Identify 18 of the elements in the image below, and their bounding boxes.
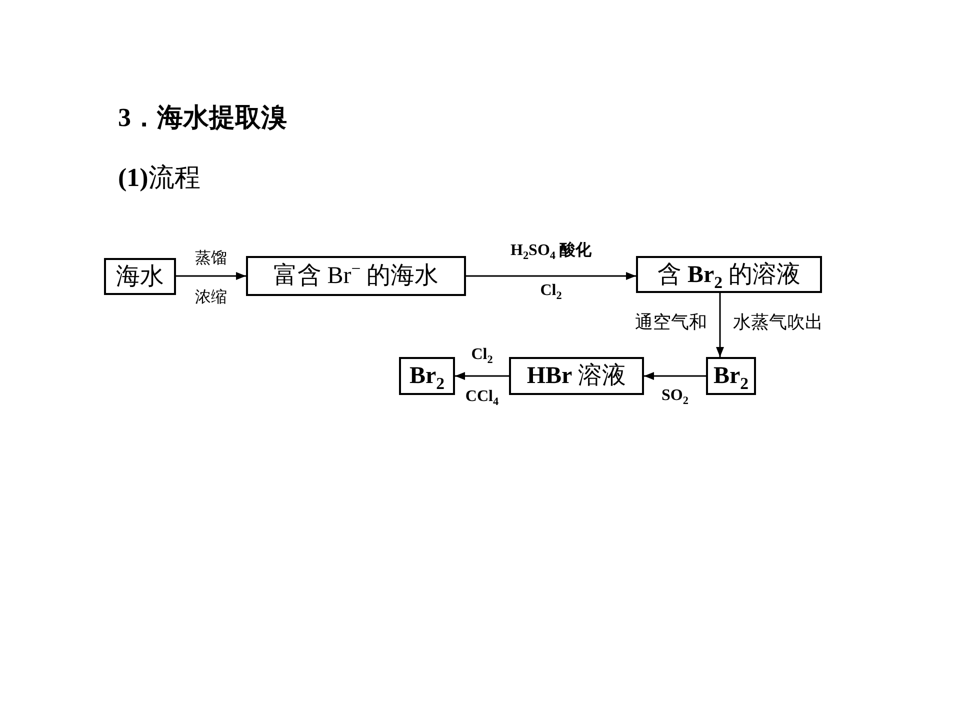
subheading: (1)流程 [118, 162, 200, 194]
edge-label: Cl$_{2}$ CCl$_{4}$ [465, 345, 499, 407]
process-box: HBr 溶液 [509, 357, 644, 395]
process-box: Br$_{2}$ [399, 357, 455, 395]
process-box: 海水 [104, 258, 176, 295]
edge-label: 蒸馏浓缩 [195, 248, 227, 308]
title: 3．海水提取溴 [118, 102, 287, 134]
arrow [176, 272, 246, 280]
process-box: Br$_{2}$ [706, 357, 756, 395]
process-box: 富含 Br$^{−}$ 的海水 [246, 256, 466, 296]
edge-label: SO$_{2}$ [662, 386, 688, 406]
arrow [716, 293, 724, 357]
edge-label: 通空气和 水蒸气吹出 [635, 311, 823, 333]
process-box: 含 Br$_{2}$ 的溶液 [636, 256, 822, 293]
arrow [644, 372, 706, 380]
arrow [466, 272, 636, 280]
arrow [455, 372, 509, 380]
edge-label: H$_{2}$SO$_{4}$ 酸化 Cl$_{2}$ [510, 241, 592, 301]
